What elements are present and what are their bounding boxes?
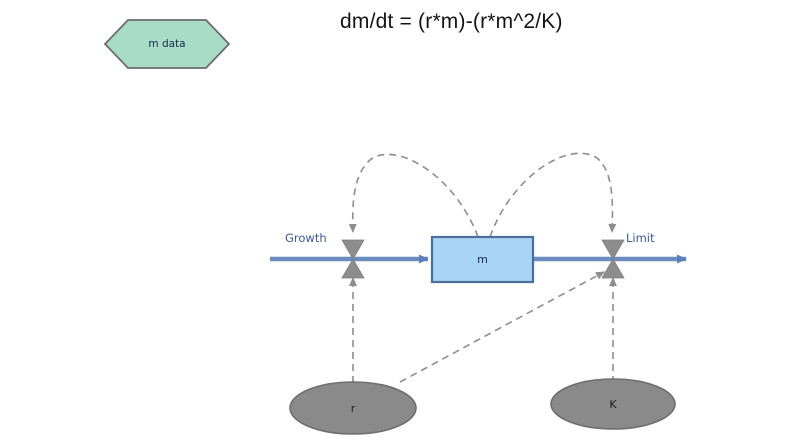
stock-m-label: m (477, 253, 488, 266)
growth-valve[interactable] (341, 239, 365, 279)
stock-m[interactable]: m (430, 235, 535, 284)
aux-k-label: K (609, 398, 617, 411)
data-node-m-data[interactable]: m data (103, 19, 231, 69)
aux-r-label: r (351, 402, 356, 415)
link-r-to-limit (399, 271, 605, 383)
link-m-to-limit (489, 152, 617, 238)
link-m-to-growth (348, 153, 479, 238)
inflow-label: Growth (285, 231, 327, 245)
data-node-label: m data (148, 38, 185, 50)
outflow-label: Limit (626, 231, 655, 245)
equation-text: dm/dt = (r*m)-(r*m^2/K) (340, 10, 563, 33)
aux-r[interactable]: r (289, 381, 417, 435)
limit-valve[interactable] (601, 239, 625, 279)
aux-k[interactable]: K (550, 378, 676, 430)
